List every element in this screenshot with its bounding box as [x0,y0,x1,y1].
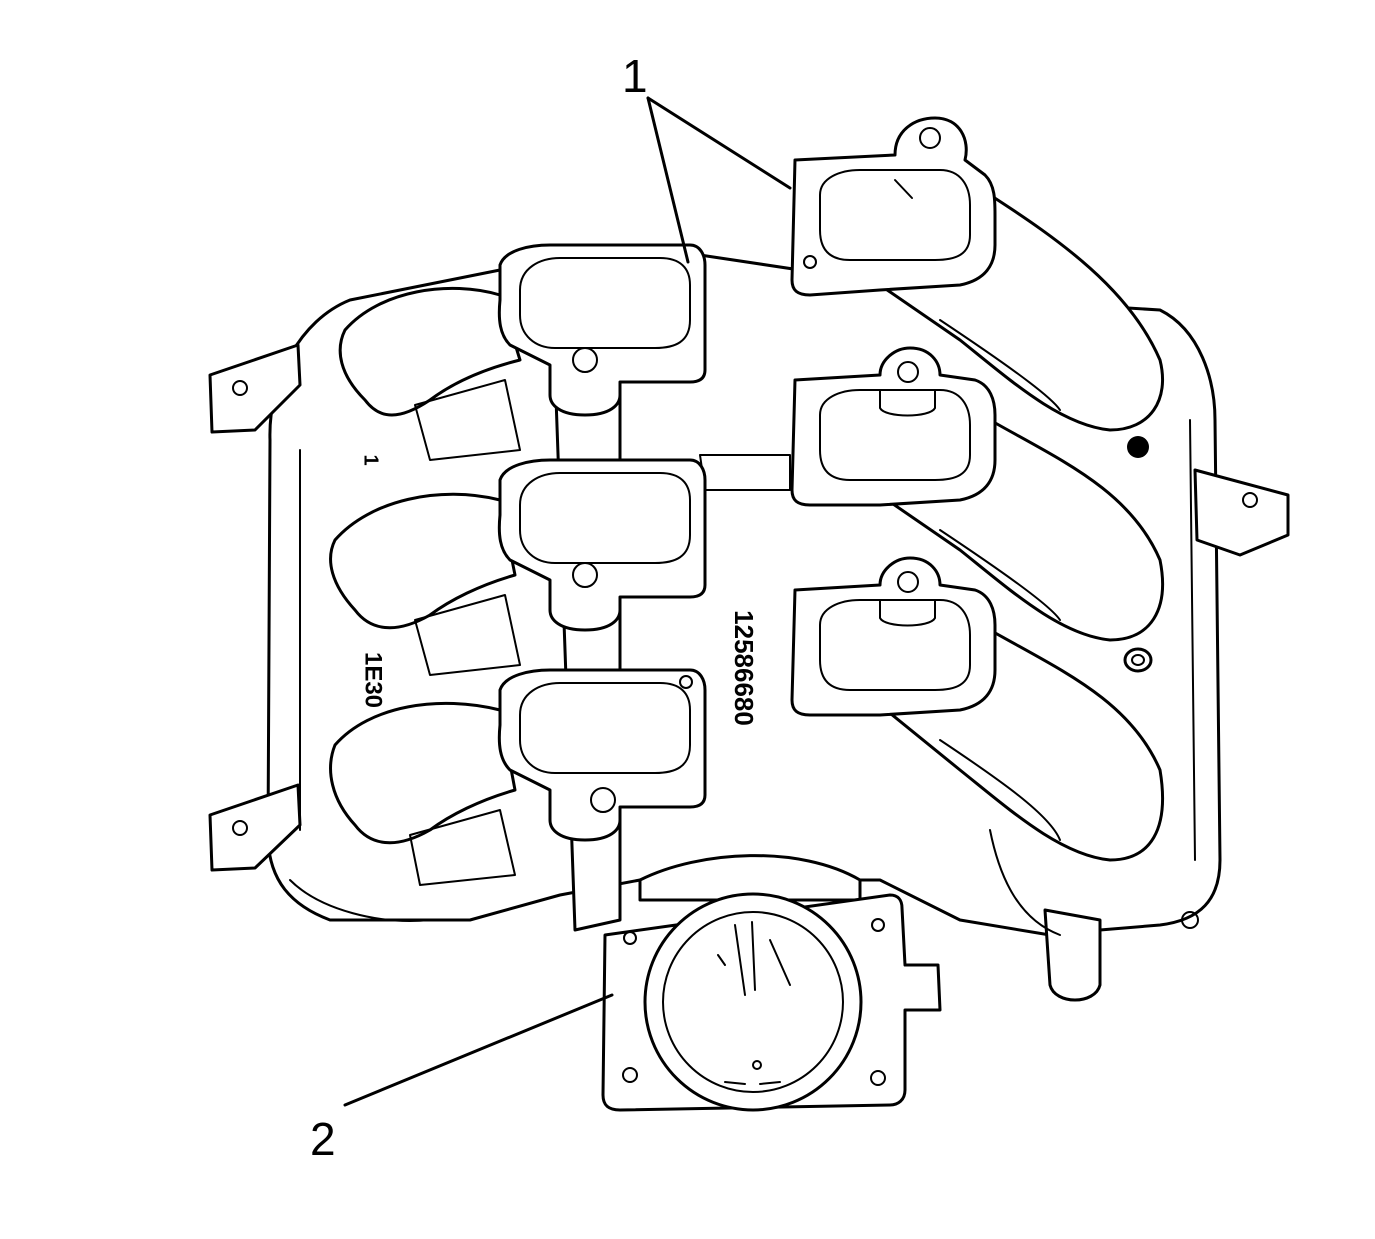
left-lower-bracket [208,783,302,872]
throttle-body-flange [601,854,942,1112]
callout-1: 1 [622,50,792,264]
casting-code-mark: 1E30 [360,652,387,708]
left-runner-1 [338,286,522,461]
right-flange-1 [790,116,997,297]
callout-2-label: 2 [310,1113,336,1165]
callout-1-label: 1 [622,50,648,102]
right-flange-2 [790,346,997,507]
left-flange-2 [497,458,707,632]
left-runner-2 [329,492,521,676]
right-bracket [1193,468,1290,557]
right-flange-3 [790,556,997,717]
runner-mark: 1 [360,454,382,465]
left-flange-3 [497,668,707,842]
part-number-mark: 12586680 [729,610,759,726]
body-markings: 12586680 1E30 1 [360,436,1199,929]
lower-boss [289,829,1102,1002]
left-flange-1 [497,243,707,417]
left-runner-3 [329,701,517,886]
left-upper-bracket [208,343,302,434]
callout-2: 2 [310,993,614,1165]
vacuum-port-icon [1123,647,1153,673]
sensor-port-icon [1127,436,1149,458]
